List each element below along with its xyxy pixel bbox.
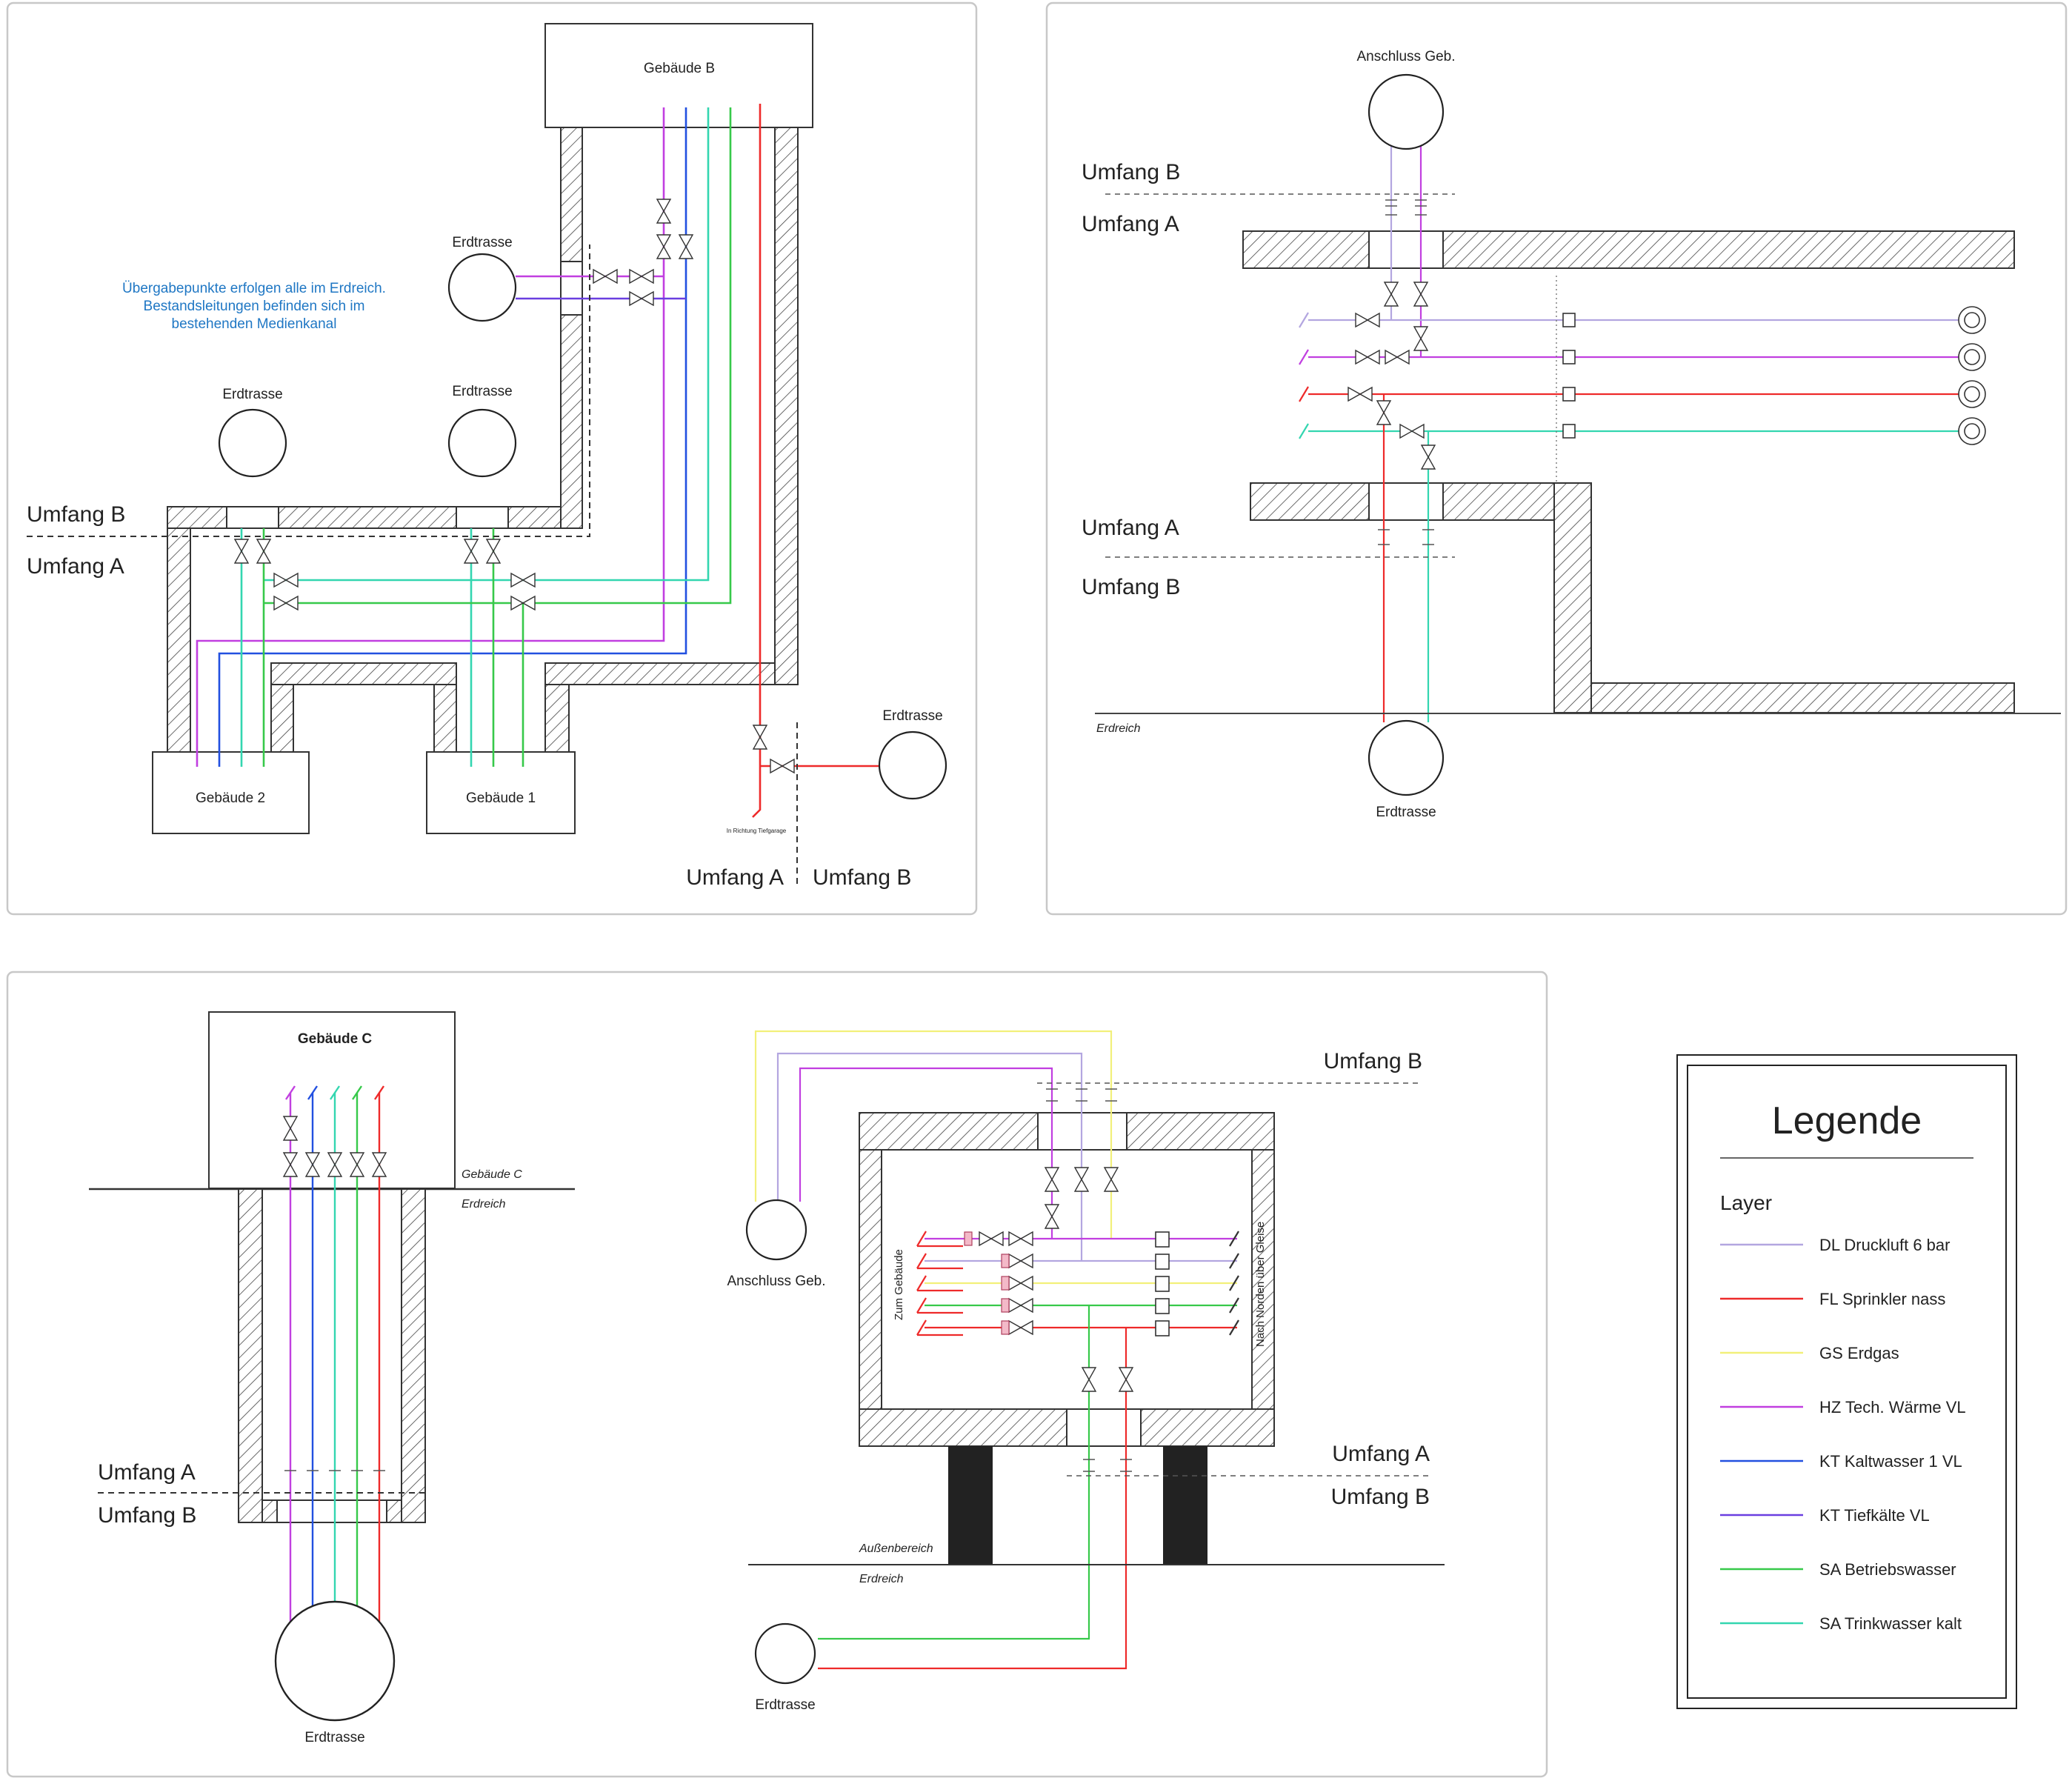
wall-openings: [226, 261, 583, 529]
panel-3: Gebäude C Gebäude C Erdreich: [89, 1011, 575, 1745]
erdtrasse-label: Erdtrasse: [304, 1730, 364, 1745]
panel-2: Anschluss Geb. Erdtrasse Umfang B Umfang…: [1082, 49, 2061, 820]
legend-item-label: GS Erdgas: [1819, 1344, 1899, 1362]
building-c-label: Gebäude C: [298, 1031, 373, 1047]
note-line-1: Übergabepunkte erfolgen alle im Erdreich…: [122, 281, 386, 296]
umfang-a-top-label: Umfang A: [1082, 212, 1179, 236]
umfang-a-label: Umfang A: [1332, 1442, 1430, 1466]
erdtrasse-circle-2: [218, 408, 287, 478]
walls: [238, 1188, 426, 1523]
boundary-lines: [27, 244, 798, 885]
legend-item-label: SA Betriebswasser: [1819, 1560, 1956, 1579]
erdtrasse-circle: [274, 1600, 396, 1722]
umfang-b-label: Umfang B: [98, 1503, 196, 1528]
erdreich-label: Erdreich: [1096, 722, 1141, 735]
flange-marks: [1046, 1088, 1132, 1472]
erdtrasse-label-4: Erdtrasse: [882, 708, 942, 724]
erdtrasse-circle-3: [447, 408, 517, 478]
outlet-symbols: [1958, 306, 1986, 445]
meters: [1562, 313, 1576, 439]
erdtrasse-label: Erdtrasse: [1376, 805, 1436, 820]
legend-outer-frame: [1676, 1054, 2017, 1709]
umfang-b-top-label: Umfang B: [1082, 160, 1180, 184]
tiefgarage-label: In Richtung Tiefgarage: [727, 828, 787, 834]
pipes: [285, 1085, 384, 1626]
zum-gebaeude-label: Zum Gebäude: [893, 1249, 905, 1320]
anschluss-label: Anschluss Geb.: [727, 1274, 825, 1289]
backflow-preventers: [964, 1231, 1010, 1335]
panel-1: Gebäude B Gebäude 2 Gebäude 1: [27, 23, 947, 890]
building-1-label: Gebäude 1: [466, 790, 536, 806]
nach-norden-label: Nach Norden über Gleise: [1254, 1222, 1267, 1347]
legend-inner-frame: [1687, 1065, 2007, 1699]
gebaeude-c-line-label: Gebäude C: [462, 1168, 522, 1181]
legend-item-label: KT Tiefkälte VL: [1819, 1506, 1930, 1525]
erdtrasse-label-2: Erdtrasse: [222, 387, 282, 402]
legend-item-label: FL Sprinkler nass: [1819, 1290, 1945, 1308]
building-b-box: [544, 23, 813, 128]
erdreich-label: Erdreich: [859, 1573, 904, 1585]
legend-item-label: HZ Tech. Wärme VL: [1819, 1398, 1966, 1417]
erdtrasse-circle: [754, 1622, 816, 1685]
pipes: [196, 104, 882, 818]
meters: [1155, 1231, 1170, 1336]
wall-openings: [1368, 230, 1444, 521]
pipes: [1299, 144, 1969, 722]
legend-title: Legende: [1772, 1099, 1922, 1142]
boundary-lines: [1105, 193, 1455, 558]
erdtrasse-circle: [1368, 719, 1445, 796]
legend-item-label: DL Druckluft 6 bar: [1819, 1236, 1950, 1254]
erdtrasse-label-1: Erdtrasse: [452, 235, 512, 250]
legend-items: DL Druckluft 6 bar FL Sprinkler nass GS Er…: [1720, 1236, 1966, 1633]
umfang-b-top-label: Umfang B: [1324, 1049, 1422, 1073]
erdtrasse-circle-4: [878, 730, 947, 800]
pipes: [754, 1030, 1239, 1670]
legend-layer-heading: Layer: [1720, 1191, 1772, 1214]
legend-item-label: SA Trinkwasser kalt: [1819, 1614, 1962, 1633]
building-b-label: Gebäude B: [644, 61, 715, 76]
building-2-box: [152, 751, 310, 834]
legend: Legende Layer DL Druckluft 6 bar FL Sprin…: [1676, 1054, 2017, 1709]
walls: [167, 127, 799, 753]
umfang-a-mid-label: Umfang A: [1082, 516, 1179, 540]
erdtrasse-circle-1: [447, 253, 517, 322]
erdtrasse-label-3: Erdtrasse: [452, 384, 512, 399]
aussenbereich-label: Außenbereich: [859, 1542, 933, 1555]
umfang-a-label: Umfang A: [98, 1460, 196, 1485]
umfang-a-label: Umfang A: [27, 554, 124, 579]
erdtrasse-label: Erdtrasse: [755, 1697, 815, 1713]
anschluss-label: Anschluss Geb.: [1356, 49, 1455, 64]
umfang-b-mid-label: Umfang B: [1082, 575, 1180, 599]
wall-opening: [276, 1499, 387, 1523]
boundary-lines: [1037, 1082, 1430, 1477]
umfang-b-bottom-label: Umfang B: [813, 865, 911, 890]
erdreich-label: Erdreich: [462, 1198, 506, 1211]
building-2-label: Gebäude 2: [196, 790, 265, 806]
umfang-b-label: Umfang B: [1331, 1485, 1430, 1509]
building-1-box: [426, 751, 576, 834]
panel-4: Zum Gebäude Nach Norden über Gleise Umfa…: [727, 1030, 1445, 1713]
flange-marks: [1378, 199, 1434, 545]
note-line-2: Bestandsleitungen befinden sich im: [144, 299, 365, 314]
anschluss-circle: [1368, 73, 1445, 150]
legend-item-label: KT Kaltwasser 1 VL: [1819, 1452, 1962, 1471]
umfang-b-label: Umfang B: [27, 502, 125, 527]
supports: [948, 1446, 1207, 1565]
anschluss-circle: [745, 1199, 807, 1261]
note-line-3: bestehenden Medienkanal: [172, 316, 337, 332]
umfang-a-bottom-label: Umfang A: [686, 865, 784, 890]
